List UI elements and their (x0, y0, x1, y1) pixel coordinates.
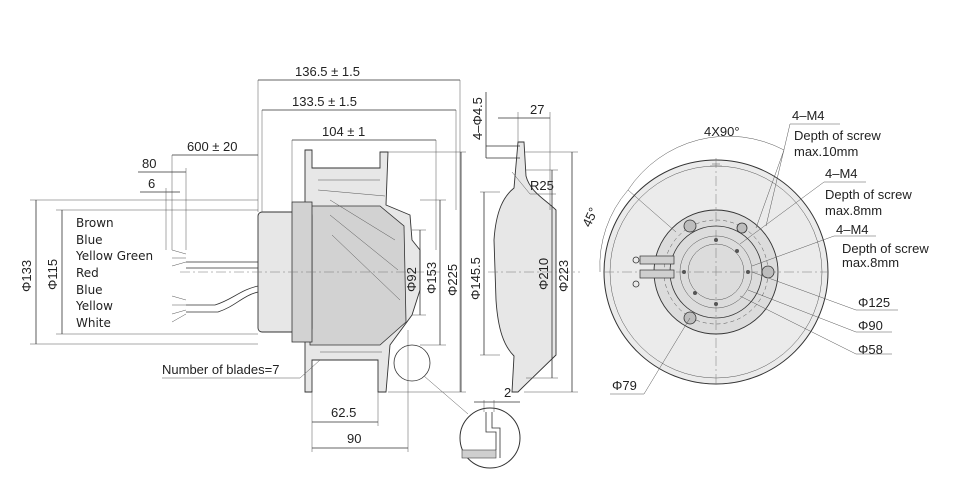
dia-79: Φ79 (612, 378, 637, 393)
detail-marker-circle (393, 344, 431, 382)
m4-callout-c-note: max.8mm (842, 255, 899, 270)
m4-callout-b-note: Depth of screw (825, 187, 912, 202)
m4-callout-a: 4–M4 (792, 108, 825, 123)
dim-27: 27 (530, 102, 544, 117)
m4-callout-a-note: max.10mm (794, 144, 858, 159)
m4-callout-c: 4–M4 (836, 222, 869, 237)
wire-label: Yellow (75, 299, 113, 313)
wire-label: Blue (76, 283, 103, 297)
dia-125: Φ125 (858, 295, 890, 310)
inlet-ring (493, 141, 557, 393)
m4-callout-c-note: Depth of screw (842, 241, 929, 256)
dia-115: Φ115 (45, 259, 60, 290)
dim-136-5: 136.5 ± 1.5 (295, 64, 360, 79)
m4-callout-b: 4–M4 (825, 166, 858, 181)
front-view: 4X90° 45° 4–M4 Depth of screw max.10mm 4… (579, 108, 929, 395)
dim-104: 104 ± 1 (322, 124, 365, 139)
cable-upper (186, 261, 258, 269)
dia-223: Φ223 (556, 260, 571, 292)
detail-dim-2: 2 (504, 385, 511, 400)
inlet-ring-view: 27 4–Φ4.5 R25 Φ145.5 Φ210 Φ223 2 (459, 92, 580, 469)
terminal (639, 269, 675, 279)
dia-153: Φ153 (424, 262, 439, 294)
dia-58: Φ58 (858, 342, 883, 357)
wire-label: Yellow Green (75, 249, 153, 263)
wire-label: Blue (76, 233, 103, 247)
dia-133: Φ133 (19, 260, 34, 292)
dim-133-5: 133.5 ± 1.5 (292, 94, 357, 109)
dia-90: Φ90 (858, 318, 883, 333)
dia-92: Φ92 (404, 267, 419, 292)
cable-lower (186, 285, 259, 313)
detail-enlargement (459, 407, 521, 469)
dim-62-5: 62.5 (331, 405, 356, 420)
m4-callout-a-note: Depth of screw (794, 128, 881, 143)
wire-list: Brown Blue Yellow Green Red Blue Yellow … (75, 216, 153, 330)
dim-80: 80 (142, 156, 156, 171)
dim-600: 600 ± 20 (187, 139, 238, 154)
angle-45: 45° (579, 205, 601, 229)
side-view: 136.5 ± 1.5 133.5 ± 1.5 104 ± 1 600 ± 20… (19, 64, 469, 452)
dia-225: Φ225 (445, 264, 460, 296)
wire-label: Brown (76, 216, 114, 230)
r25-label: R25 (530, 178, 554, 193)
m4-callout-b-note: max.8mm (825, 203, 882, 218)
impeller-inner (309, 205, 407, 346)
dim-4-phi45: 4–Φ4.5 (470, 97, 485, 140)
dia-210: Φ210 (536, 258, 551, 290)
dim-90: 90 (347, 431, 361, 446)
mount-hole (683, 219, 697, 233)
blades-note: Number of blades=7 (162, 362, 279, 377)
wire-label: White (76, 316, 111, 330)
wire-label: Red (76, 266, 99, 280)
dia-145-5: Φ145.5 (468, 257, 483, 300)
terminal (639, 255, 675, 265)
mount-hole (736, 222, 748, 234)
angle-4x90: 4X90° (704, 124, 740, 139)
dim-6: 6 (148, 176, 155, 191)
